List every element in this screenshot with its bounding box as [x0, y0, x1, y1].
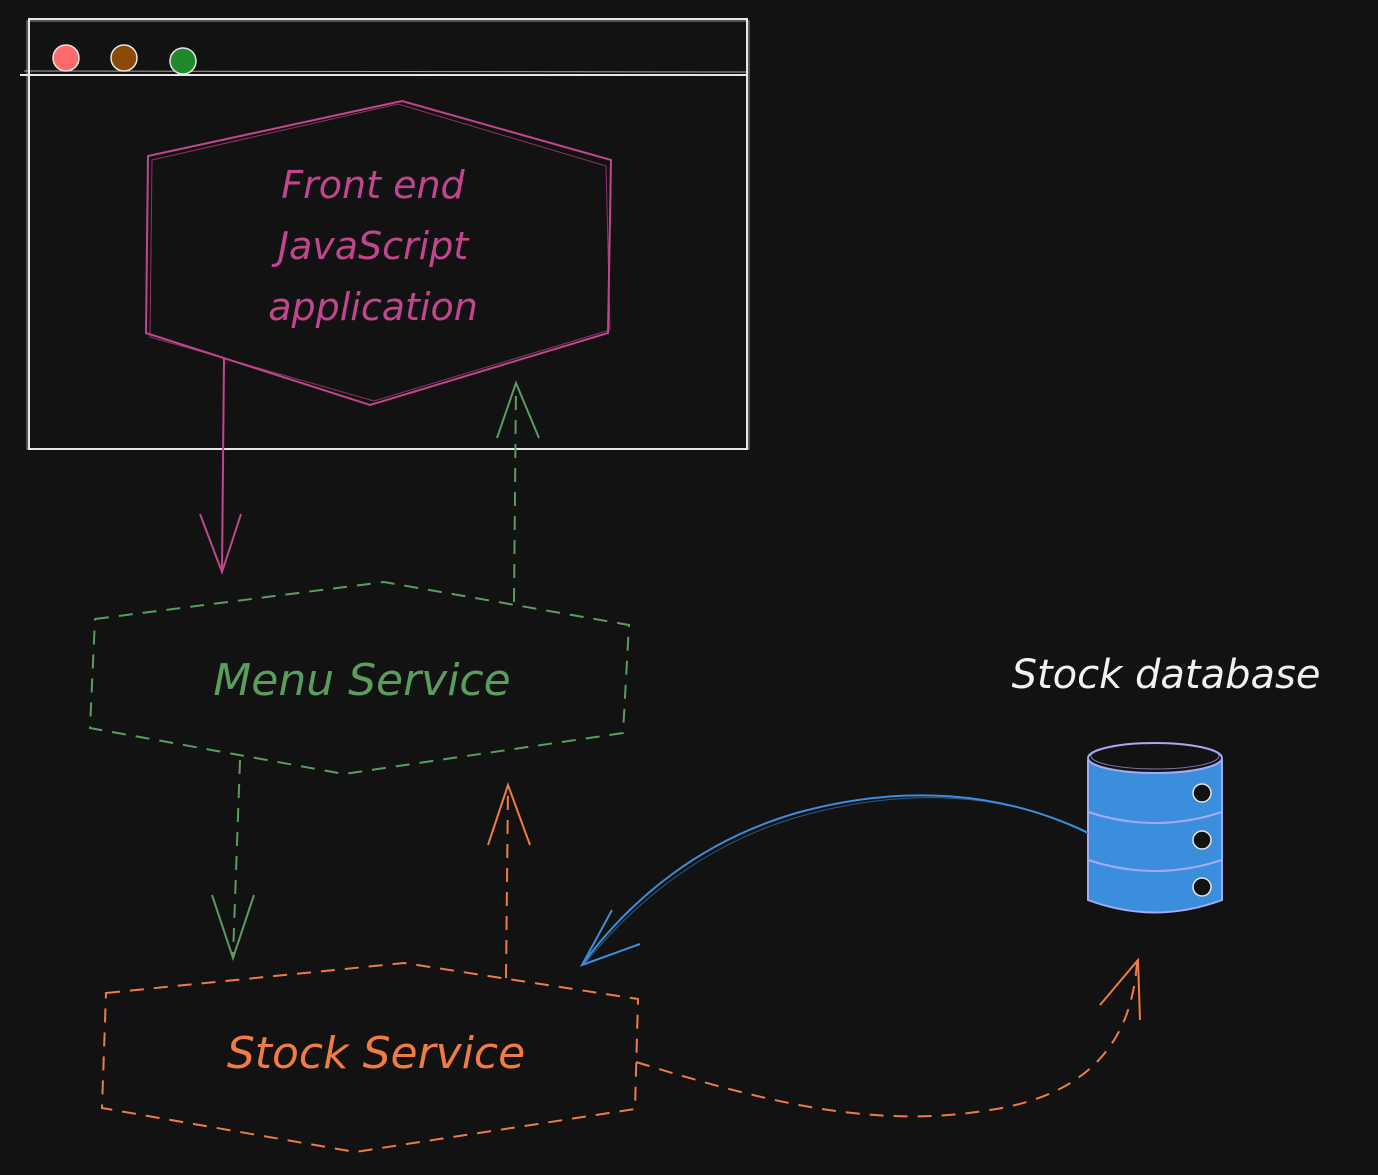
close-dot-icon[interactable]	[52, 44, 80, 72]
menu-service-label: Menu Service	[213, 655, 510, 706]
browser-window	[20, 18, 750, 450]
stock-service-node: Stock Service	[100, 961, 640, 1154]
edge-menu-to-frontend	[496, 380, 540, 603]
frontend-label-line-1: Front end	[281, 163, 465, 207]
stock-database-label: Stock database	[1012, 652, 1321, 698]
frontend-node: Front end JavaScript application	[144, 99, 613, 407]
edge-frontend-to-menu	[199, 357, 242, 576]
menu-service-hexagon	[88, 580, 631, 776]
minimize-dot-icon[interactable]	[110, 44, 138, 72]
frontend-hexagon	[144, 99, 613, 407]
edges	[199, 357, 1141, 1118]
browser-title-bar-divider-sketch	[23, 70, 747, 73]
frontend-label-line-3: application	[268, 285, 478, 329]
browser-window-frame-sketch	[26, 20, 750, 450]
stock-database-node: Stock database	[1012, 652, 1321, 914]
menu-service-node: Menu Service	[88, 580, 631, 776]
frontend-hexagon-sketch	[149, 103, 611, 402]
edge-stock-to-menu	[487, 781, 531, 979]
frontend-label-line-2: JavaScript	[271, 224, 471, 268]
stock-service-hexagon	[100, 961, 640, 1154]
edge-database-to-stock	[579, 794, 1089, 967]
edge-menu-to-stock	[211, 759, 255, 962]
maximize-dot-icon[interactable]	[169, 47, 197, 75]
edge-stock-to-database	[635, 957, 1141, 1118]
database-cylinder-icon	[1087, 742, 1223, 914]
stock-service-label: Stock Service	[227, 1028, 525, 1079]
